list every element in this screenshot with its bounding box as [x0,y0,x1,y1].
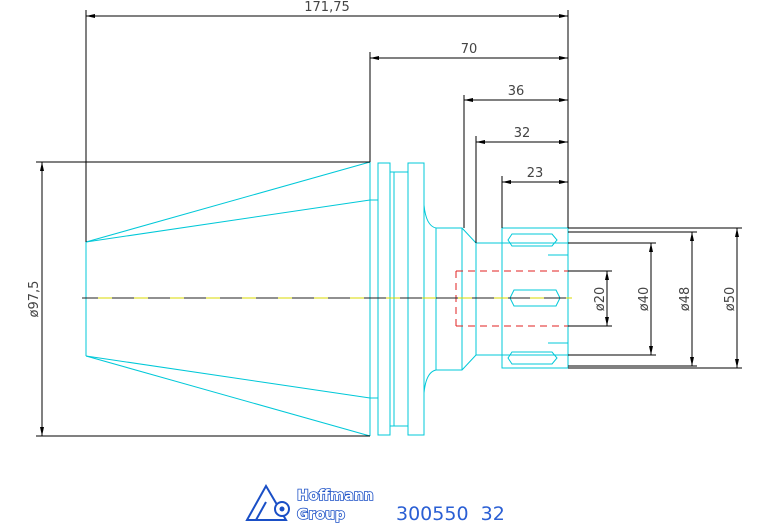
dimension-lines [36,10,742,437]
dim-length-36: 36 [508,84,525,99]
tool-holder-outline [85,161,569,437]
dim-length-23: 23 [527,166,544,181]
dim-length-70: 70 [461,42,478,57]
logo-text-line2: Group [297,507,345,523]
dim-length-32: 32 [514,126,531,141]
dim-diameter-20: ø20 [593,287,608,312]
hoffmann-group-logo: Hoffmann Group [245,483,374,523]
part-number: 300550 32 [396,503,505,523]
dim-overall-length: 171,75 [304,0,350,15]
dim-diameter-50: ø50 [723,287,738,312]
dim-diameter-48: ø48 [678,287,693,312]
dim-diameter-40: ø40 [637,287,652,312]
dim-diameter-97-5: ø97,5 [27,281,42,318]
logo-mark-icon [245,483,290,521]
logo-text-line1: Hoffmann [297,488,374,504]
dimension-arrowheads [40,14,739,436]
